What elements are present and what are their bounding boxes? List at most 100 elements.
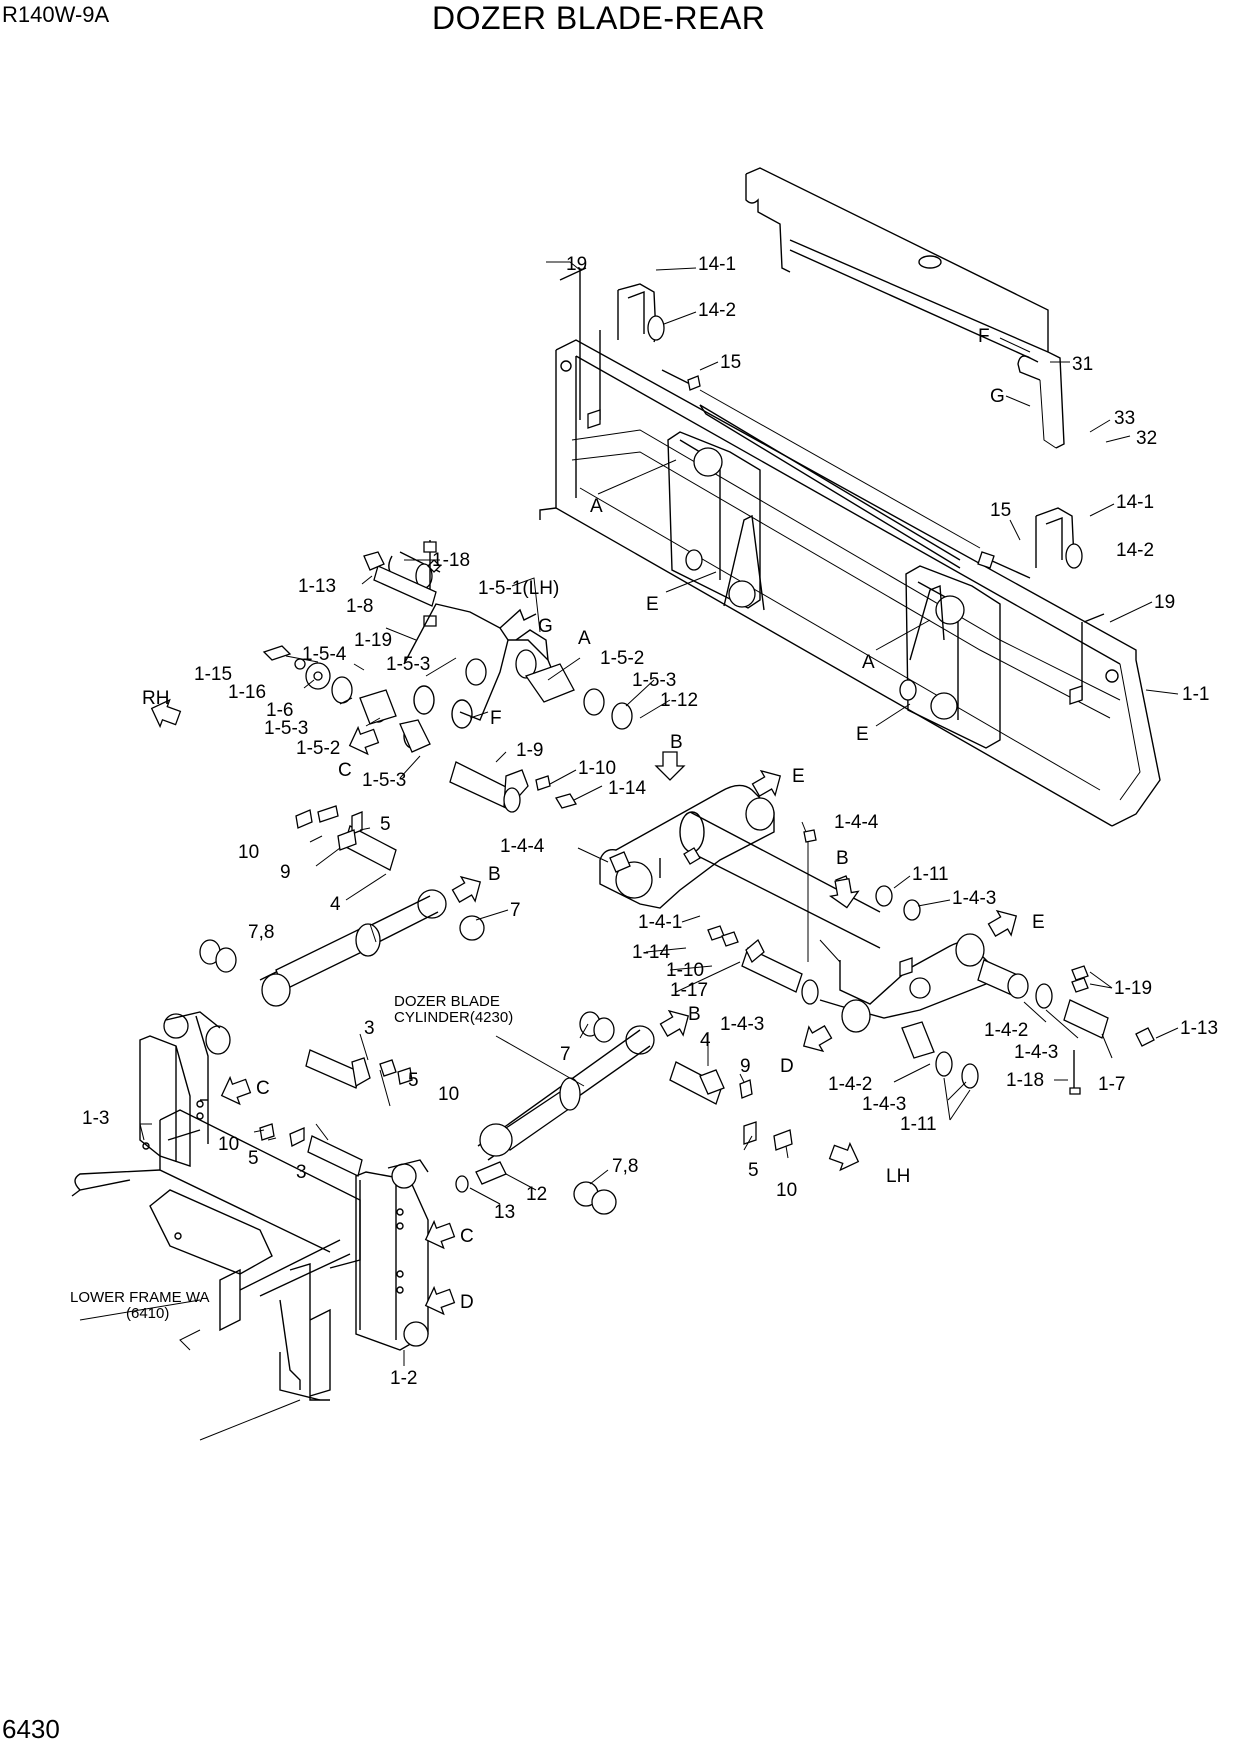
cylinder-upper xyxy=(199,805,485,1007)
callout-label: 7,8 xyxy=(248,922,274,943)
callout-label: 1-5-3 xyxy=(386,654,430,675)
callout-label: 5 xyxy=(380,814,391,835)
callout-label: 1-13 xyxy=(298,576,336,597)
ref-arrow-e-top xyxy=(748,763,788,803)
callout-label: 1-5-2 xyxy=(296,738,340,759)
callout-label: 12 xyxy=(526,1184,547,1205)
callout-label: 1-4-1 xyxy=(638,912,682,933)
lock-pin-set-lower xyxy=(977,507,1105,705)
callout-label: 1-4-4 xyxy=(500,836,545,857)
callout-label: 1-5-3 xyxy=(362,770,406,791)
callout-label: 1-7 xyxy=(1098,1074,1125,1095)
ref-letter: B xyxy=(836,848,849,869)
ref-arrow-d-right xyxy=(420,1282,458,1320)
cylinder-note-line2: CYLINDER(4230) xyxy=(394,1009,513,1026)
callout-label: 1-5-1(LH) xyxy=(478,578,559,599)
callout-label: 14-2 xyxy=(1116,540,1154,561)
ref-arrow-d-mid xyxy=(796,1019,836,1059)
callout-label: 1-18 xyxy=(1006,1070,1044,1091)
callout-label: 1-10 xyxy=(666,960,704,981)
frame-note-line1: LOWER FRAME WA xyxy=(70,1289,209,1306)
callout-label: 10 xyxy=(218,1134,239,1155)
callout-label: 1-5-4 xyxy=(302,644,347,665)
ref-arrow-b-mid xyxy=(827,876,862,911)
lh-direction-arrow xyxy=(826,1138,864,1176)
callout-label: 1-4-3 xyxy=(1014,1042,1058,1063)
callout-label: 9 xyxy=(740,1056,751,1077)
callout-label: 15 xyxy=(720,352,741,373)
blade-cover-plate xyxy=(745,167,1065,449)
callout-label: 1-14 xyxy=(608,778,646,799)
ref-letter: G xyxy=(990,386,1005,407)
callout-label: 7 xyxy=(510,900,521,921)
callout-label: 7 xyxy=(560,1044,571,1065)
callout-label: 1-15 xyxy=(194,664,232,685)
direction-arrows xyxy=(146,694,1024,1320)
callout-label: 7,8 xyxy=(612,1156,638,1177)
ref-letter: E xyxy=(646,594,659,615)
ref-letter: D xyxy=(780,1056,794,1077)
upper-link-assembly xyxy=(262,540,633,813)
callout-label: 19 xyxy=(1154,592,1175,613)
callout-label: 1-5-3 xyxy=(632,670,676,691)
callout-label: 1-19 xyxy=(1114,978,1152,999)
callout-label: 1-10 xyxy=(578,758,616,779)
callout-label: 1-4-2 xyxy=(984,1020,1028,1041)
callout-label: 1-16 xyxy=(228,682,266,703)
ref-letter: B xyxy=(488,864,501,885)
callout-label: 1-11 xyxy=(912,864,949,885)
callout-label: 5 xyxy=(408,1070,419,1091)
callout-label: 1-9 xyxy=(516,740,543,761)
leader-lines xyxy=(139,261,1179,1366)
callout-label: 14-2 xyxy=(698,300,736,321)
ref-letter: A xyxy=(862,652,875,673)
callout-label: 1-5-2 xyxy=(600,648,644,669)
callout-label: 1-17 xyxy=(670,980,708,1001)
ref-letter: B xyxy=(688,1004,701,1025)
lower-arm-assembly xyxy=(599,784,1155,1095)
callout-label: 1-19 xyxy=(354,630,392,651)
ref-letter: F xyxy=(490,708,502,729)
callout-label: 1-1 xyxy=(1182,684,1209,705)
lock-pin-set-upper xyxy=(559,267,701,429)
callout-label: 1-14 xyxy=(632,942,670,963)
ref-letter: C xyxy=(338,760,352,781)
callout-label: 9 xyxy=(280,862,291,883)
callout-label: 14-1 xyxy=(698,254,736,275)
callout-label: 1-12 xyxy=(660,690,698,711)
callout-label: 10 xyxy=(438,1084,459,1105)
ref-letter: C xyxy=(460,1226,474,1247)
callout-label: 5 xyxy=(248,1148,259,1169)
ref-letter: D xyxy=(460,1292,474,1313)
ref-arrow-b-left xyxy=(448,869,488,909)
lh-direction-label: LH xyxy=(886,1166,910,1187)
ref-letter: B xyxy=(670,732,683,753)
callout-label: 13 xyxy=(494,1202,515,1223)
callout-label: 32 xyxy=(1136,428,1157,449)
frame-note-line2: (6410) xyxy=(126,1305,169,1322)
ref-letter: F xyxy=(978,326,990,347)
blade-frame xyxy=(539,339,1161,827)
callout-labels: 19 14-1 14-2 15 31 F G 33 32 A 15 14-1 1… xyxy=(82,254,1218,1389)
callout-label: 15 xyxy=(990,500,1011,521)
callout-label: 1-5-3 xyxy=(264,718,308,739)
ref-arrow-e-right xyxy=(984,903,1024,943)
cylinder-lower xyxy=(259,1011,793,1215)
page-number: 6430 xyxy=(2,1714,60,1744)
callout-label: 1-4-3 xyxy=(720,1014,764,1035)
callout-label: 4 xyxy=(700,1030,711,1051)
callout-label: 31 xyxy=(1072,354,1093,375)
ref-letter: C xyxy=(256,1078,270,1099)
callout-label: 10 xyxy=(776,1180,797,1201)
ref-arrow-c-left xyxy=(216,1072,254,1110)
callout-label: 1-4-2 xyxy=(828,1074,872,1095)
callout-label: 5 xyxy=(748,1160,759,1181)
rh-direction-label: RH xyxy=(142,688,169,709)
callout-label: 10 xyxy=(238,842,259,863)
ref-letter: G xyxy=(538,616,553,637)
callout-label: 1-13 xyxy=(1180,1018,1218,1039)
callout-label: 1-4-3 xyxy=(862,1094,906,1115)
ref-arrow-c-right xyxy=(420,1216,458,1254)
model-number: R140W-9A xyxy=(2,2,110,27)
